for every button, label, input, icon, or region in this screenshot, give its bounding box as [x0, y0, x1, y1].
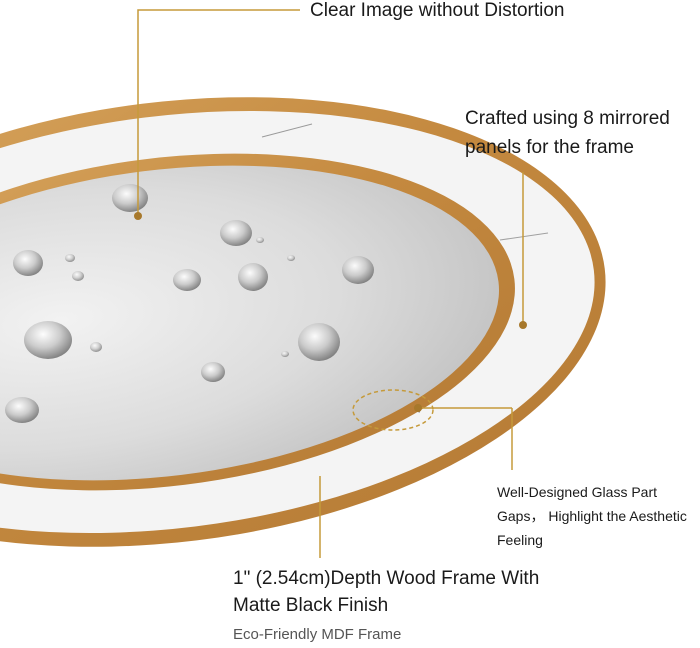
callout-crafted: [519, 172, 527, 329]
annotation-frame-depth: 1" (2.54cm)Depth Wood Frame With Matte B…: [233, 568, 540, 616]
mirror-glass: [0, 165, 499, 481]
callout-gaps: [352, 389, 513, 470]
annotation-crafted-panels: Crafted using 8 mirrored panels for the …: [465, 108, 670, 158]
callout-clear-image: [134, 9, 300, 220]
water-droplets: [5, 184, 374, 423]
annotation-glass-gaps: Well-Designed Glass Part Gaps， Highlight…: [497, 484, 687, 548]
annotation-eco-friendly: Eco-Friendly MDF Frame: [233, 626, 402, 643]
annotation-clear-image: Clear Image without Distortion: [310, 0, 565, 21]
